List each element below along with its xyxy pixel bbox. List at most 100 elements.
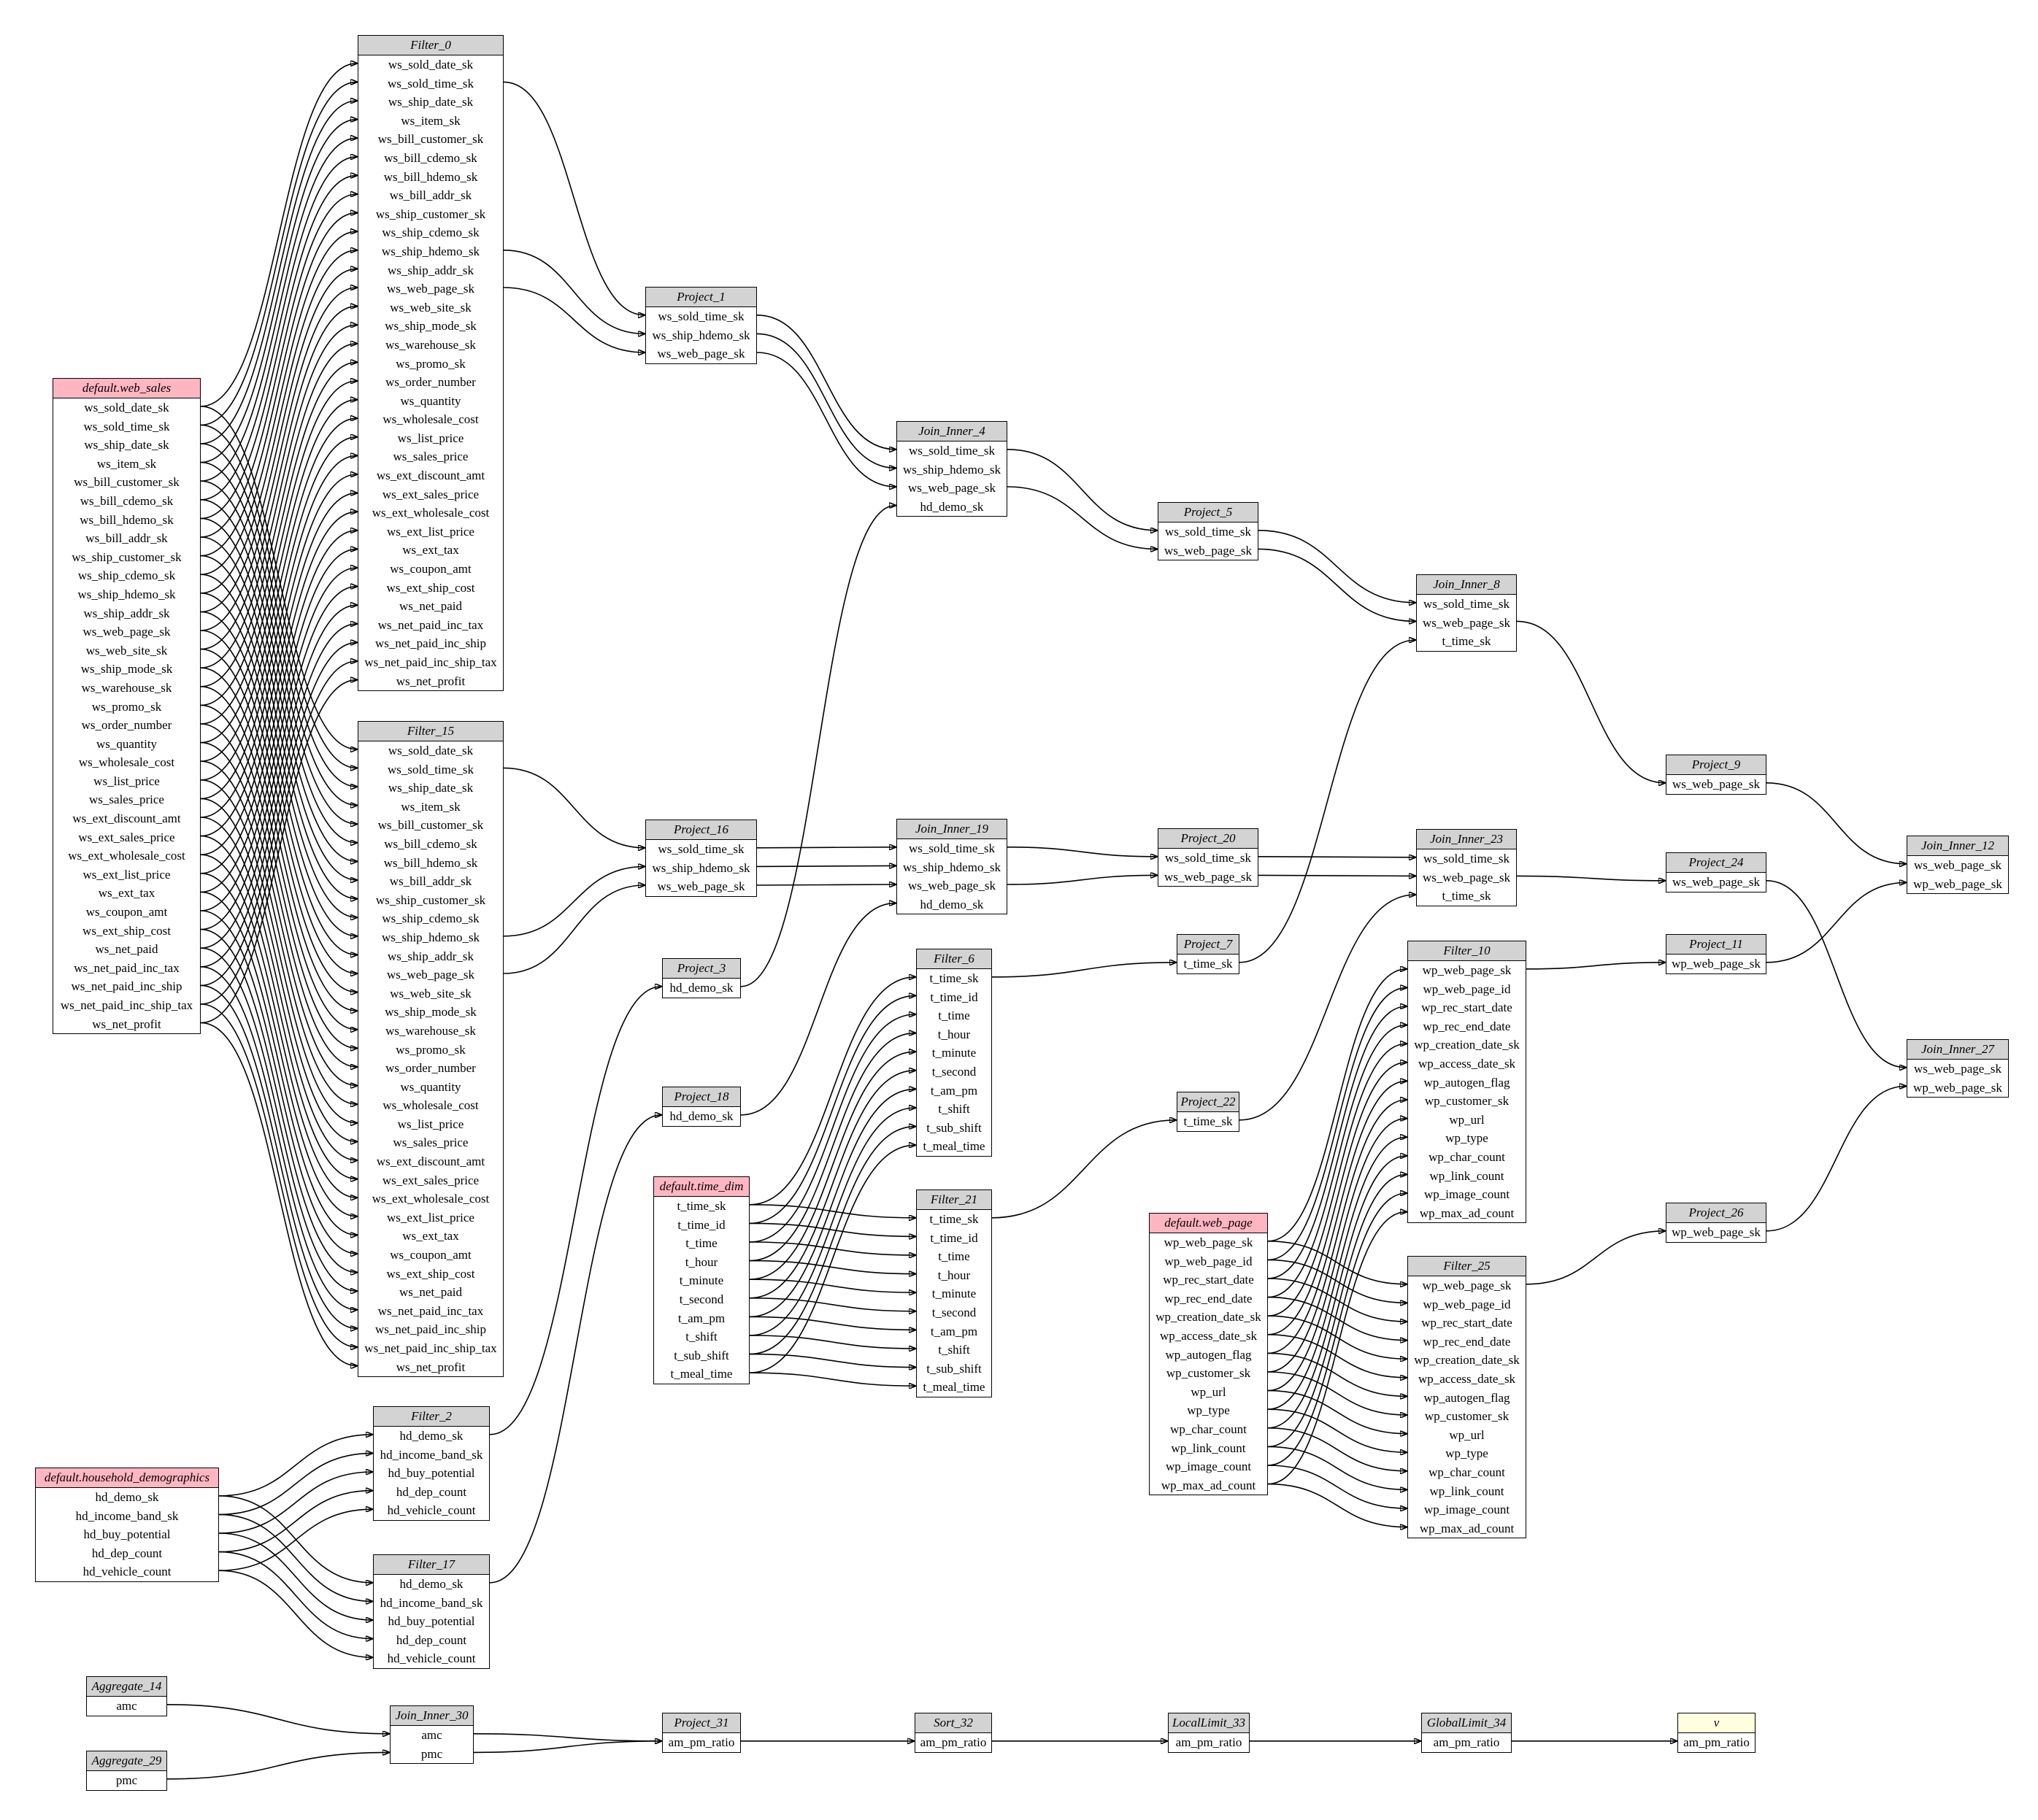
edge-time_dim-to-filter6 [749,977,915,1206]
node-field: wp_rec_start_date [1421,1000,1512,1015]
edge-web_sales-to-filter15 [200,461,357,806]
node-field: wp_access_date_sk [1418,1371,1516,1386]
edge-time_dim-to-filter21 [749,1222,915,1236]
node-title: Filter_17 [374,1555,489,1575]
node-field: wp_customer_sk [1166,1366,1251,1381]
edge-proj16-to-join19 [756,847,896,848]
edge-hh_demo-to-filter17 [218,1570,372,1657]
edge-web_page-to-filter10 [1267,1137,1407,1410]
node-field: wp_creation_date_sk [1414,1353,1520,1368]
node-field: ws_wholesale_cost [382,412,479,427]
node-field: ws_net_paid_inc_ship [71,979,182,994]
edge-time_dim-to-filter6 [749,1033,915,1262]
node-field: am_pm_ratio [1175,1735,1242,1749]
edge-filter15-to-proj16 [503,767,645,847]
node-field: ws_ship_hdemo_sk [652,328,750,342]
node-field: t_am_pm [677,1311,726,1325]
node-field: ws_bill_hdemo_sk [383,855,478,870]
node-field: ws_sold_time_sk [1164,525,1252,539]
node-field: hd_vehicle_count [387,1651,476,1666]
node-field: ws_net_profit [396,1360,466,1374]
node-field: ws_web_site_sk [85,643,168,658]
node-field: wp_image_count [1423,1187,1510,1202]
edge-web_page-to-filter10 [1267,1006,1407,1279]
node-field: wp_autogen_flag [1423,1390,1510,1405]
node-field: ws_coupon_amt [390,562,472,577]
edge-time_dim-to-filter6 [749,995,915,1225]
node-field: wp_access_date_sk [1418,1056,1516,1071]
node-field: ws_web_page_sk [1164,543,1252,558]
node-field: t_am_pm [930,1324,978,1338]
edge-web_page-to-filter25 [1267,1483,1407,1527]
edge-web_page-to-filter25 [1267,1315,1407,1359]
node-field: t_time_id [930,990,978,1004]
node-field: ws_sold_date_sk [388,58,474,72]
node-title: Filter_25 [1408,1257,1526,1276]
node-field: ws_sales_price [89,793,164,807]
node-field: t_time_id [677,1217,726,1232]
node-field: ws_item_sk [401,113,461,128]
edge-time_dim-to-filter21 [749,1279,915,1292]
node-field: ws_bill_addr_sk [85,531,168,546]
node-field: ws_ship_hdemo_sk [381,930,480,944]
node-field: wp_web_page_sk [1164,1235,1253,1249]
node-field: wp_web_page_sk [1672,1225,1761,1239]
node-field: wp_char_count [1428,1465,1505,1479]
node-title: Project_3 [663,959,740,979]
node-field: ws_web_page_sk [1672,875,1760,889]
node-field: hd_income_band_sk [380,1595,483,1610]
node-field: am_pm_ratio [920,1735,987,1749]
node-field: ws_ship_customer_sk [72,550,182,564]
node-field: ws_web_page_sk [82,625,171,639]
edge-web_sales-to-filter0 [200,63,357,407]
node-field: t_hour [685,1254,718,1269]
node-field: ws_net_paid_inc_ship_tax [364,655,497,669]
edge-join30-to-proj31 [473,1741,661,1754]
edge-web_sales-to-filter15 [200,817,357,1160]
node-field: ws_bill_hdemo_sk [383,169,478,184]
edge-web_sales-to-filter15 [200,536,357,880]
node-title: Join_Inner_19 [897,820,1007,839]
node-field: ws_net_profit [396,674,466,688]
node-field: wp_customer_sk [1424,1094,1510,1108]
node-field: amc [421,1728,442,1742]
node-field: ws_web_page_sk [1423,870,1510,884]
edge-proj16-to-join19 [756,865,896,866]
node-field: t_second [931,1305,977,1319]
node-field: t_shift [938,1343,970,1357]
edge-web_page-to-filter10 [1267,969,1407,1242]
node-field: ws_ship_hdemo_sk [652,860,750,875]
edge-web_sales-to-filter15 [200,966,357,1310]
node-field: ws_list_price [397,431,464,445]
node-field: ws_bill_customer_sk [74,475,180,490]
node-field: ws_bill_customer_sk [377,818,484,833]
node-field: t_meal_time [923,1139,985,1154]
edge-web_sales-to-filter15 [200,1003,357,1347]
node-field: ws_ship_date_sk [388,781,474,795]
node-field: wp_type [1445,1131,1488,1146]
node-field: hd_buy_potential [83,1527,171,1542]
edge-hh_demo-to-filter17 [218,1532,372,1620]
edge-proj22-to-join23 [1239,895,1415,1121]
edge-hh_demo-to-filter2 [218,1453,372,1516]
node-field: ws_ship_hdemo_sk [902,860,1001,874]
edge-hh_demo-to-filter2 [218,1491,372,1553]
node-field: ws_ship_cdemo_sk [77,568,176,583]
node-field: ws_ship_hdemo_sk [902,462,1001,477]
edge-web_sales-to-filter15 [200,928,357,1273]
node-field: wp_char_count [1170,1422,1247,1436]
node-field: ws_web_site_sk [390,300,472,315]
edge-proj1-to-join4 [756,333,896,468]
node-field: ws_ext_tax [402,1229,459,1243]
edge-filter21-to-proj22 [991,1120,1176,1219]
node-field: ws_web_page_sk [908,879,996,893]
node-field: wp_creation_date_sk [1155,1310,1261,1324]
